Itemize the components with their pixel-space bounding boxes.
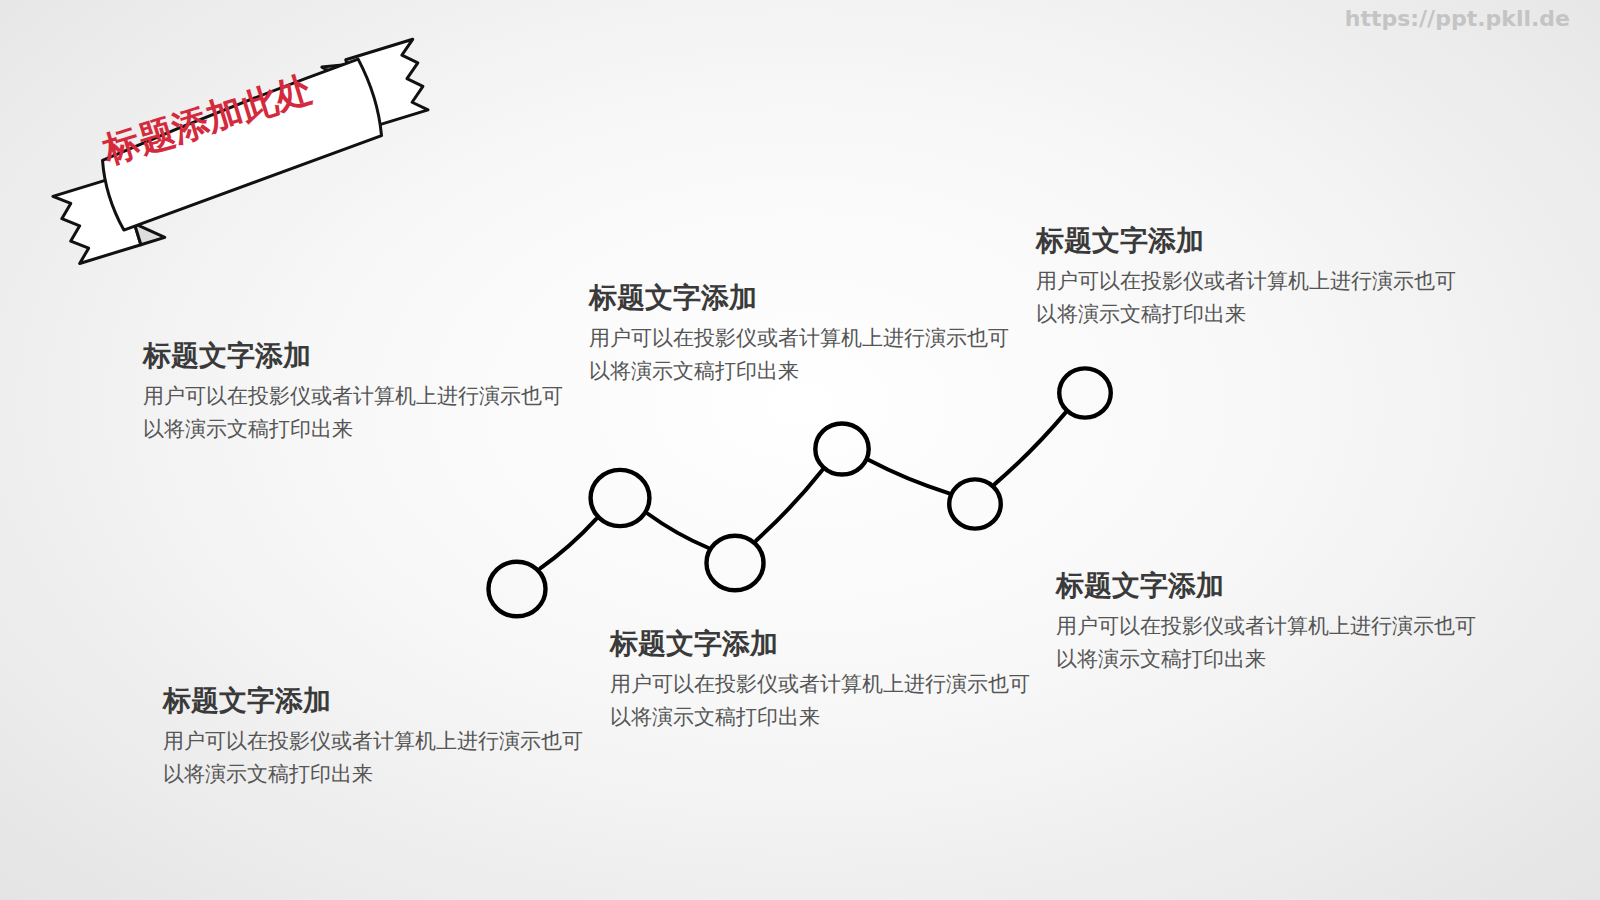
item-heading: 标题文字添加 — [1056, 568, 1496, 604]
watermark: https://ppt.pkll.de — [1345, 6, 1570, 31]
item-description: 用户可以在投影仪或者计算机上进行演示也可以将演示文稿打印出来 — [1036, 265, 1476, 331]
milestone-circle: 标题文字添加用户可以在投影仪或者计算机上进行演示也可以将演示文稿打印出来 — [486, 558, 548, 620]
circle-outline — [588, 466, 652, 530]
trend-line — [995, 413, 1066, 484]
milestone-circle: 标题文字添加用户可以在投影仪或者计算机上进行演示也可以将演示文稿打印出来 — [947, 476, 1003, 532]
milestone-circle: 标题文字添加用户可以在投影仪或者计算机上进行演示也可以将演示文稿打印出来 — [588, 466, 652, 530]
item-heading: 标题文字添加 — [163, 683, 603, 719]
circle-outline — [947, 476, 1003, 532]
item-description: 用户可以在投影仪或者计算机上进行演示也可以将演示文稿打印出来 — [589, 322, 1029, 388]
circle-outline — [704, 532, 766, 594]
item-heading: 标题文字添加 — [589, 280, 1029, 316]
item-heading: 标题文字添加 — [143, 338, 583, 374]
item-heading: 标题文字添加 — [610, 626, 1050, 662]
trend-line — [869, 460, 949, 493]
trend-line — [540, 519, 596, 568]
circle-outline — [813, 420, 871, 478]
trend-line — [648, 514, 708, 548]
milestone-circle: 标题文字添加用户可以在投影仪或者计算机上进行演示也可以将演示文稿打印出来 — [813, 420, 871, 478]
ribbon-band — [92, 58, 389, 231]
milestone-circle: 标题文字添加用户可以在投影仪或者计算机上进行演示也可以将演示文稿打印出来 — [704, 532, 766, 594]
item-description: 用户可以在投影仪或者计算机上进行演示也可以将演示文稿打印出来 — [1056, 610, 1496, 676]
milestone-circle: 标题文字添加用户可以在投影仪或者计算机上进行演示也可以将演示文稿打印出来 — [1057, 365, 1113, 421]
trend-line — [756, 470, 822, 540]
item-description: 用户可以在投影仪或者计算机上进行演示也可以将演示文稿打印出来 — [610, 668, 1050, 734]
circle-outline — [486, 558, 548, 620]
circle-outline — [1057, 365, 1113, 421]
item-description: 用户可以在投影仪或者计算机上进行演示也可以将演示文稿打印出来 — [143, 380, 583, 446]
item-heading: 标题文字添加 — [1036, 223, 1476, 259]
item-description: 用户可以在投影仪或者计算机上进行演示也可以将演示文稿打印出来 — [163, 725, 603, 791]
